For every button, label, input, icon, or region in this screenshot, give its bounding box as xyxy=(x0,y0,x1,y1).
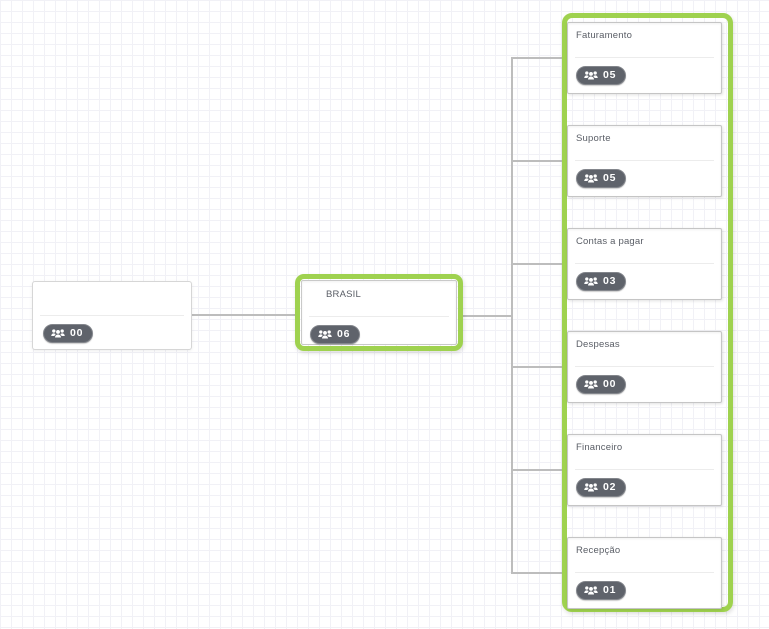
members-count-badge[interactable]: 05 xyxy=(576,66,627,85)
node-divider xyxy=(309,316,449,317)
node-title: BRASIL xyxy=(326,289,361,300)
org-node-suporte[interactable]: Suporte 05 xyxy=(567,125,722,197)
connector-root-to-brasil xyxy=(191,314,295,316)
members-count: 06 xyxy=(337,328,351,341)
members-count: 02 xyxy=(603,481,617,494)
members-count-badge[interactable]: 06 xyxy=(310,325,361,344)
members-count: 05 xyxy=(603,172,617,185)
members-count: 03 xyxy=(603,275,617,288)
node-title: Financeiro xyxy=(576,442,623,453)
node-divider xyxy=(575,160,714,161)
members-count-badge[interactable]: 05 xyxy=(576,169,627,188)
users-group-icon xyxy=(584,276,598,287)
department-group-selection[interactable]: Faturamento 05 Suporte xyxy=(562,13,733,612)
org-node-recepcao[interactable]: Recepção 01 xyxy=(567,537,722,609)
members-count: 00 xyxy=(603,378,617,391)
node-title: Suporte xyxy=(576,133,611,144)
org-node-despesas[interactable]: Despesas 00 xyxy=(567,331,722,403)
members-count: 05 xyxy=(603,69,617,82)
node-body: BRASIL 06 xyxy=(301,280,457,345)
users-group-icon xyxy=(51,328,65,339)
node-divider xyxy=(40,315,184,316)
connector-branch-3 xyxy=(511,263,562,265)
members-count: 01 xyxy=(603,584,617,597)
users-group-icon xyxy=(584,482,598,493)
users-group-icon xyxy=(584,379,598,390)
node-title: Faturamento xyxy=(576,30,633,41)
node-divider xyxy=(575,263,714,264)
members-count-badge[interactable]: 03 xyxy=(576,272,627,291)
connector-branch-5 xyxy=(511,469,562,471)
node-divider xyxy=(575,366,714,367)
connector-branch-4 xyxy=(511,366,562,368)
members-count-badge[interactable]: 01 xyxy=(576,581,627,600)
org-node-root[interactable]: 00 xyxy=(32,281,192,350)
node-title: Recepção xyxy=(576,545,621,556)
connector-branch-2 xyxy=(511,160,562,162)
node-title: Despesas xyxy=(576,339,620,350)
members-count-badge[interactable]: 02 xyxy=(576,478,627,497)
members-count-badge[interactable]: 00 xyxy=(576,375,627,394)
node-divider xyxy=(575,572,714,573)
members-count: 00 xyxy=(70,327,84,340)
connector-brasil-to-trunk xyxy=(463,315,512,317)
org-node-brasil[interactable]: BRASIL 06 xyxy=(295,274,463,351)
node-divider xyxy=(575,57,714,58)
node-divider xyxy=(575,469,714,470)
members-count-badge[interactable]: 00 xyxy=(43,324,94,343)
org-node-faturamento[interactable]: Faturamento 05 xyxy=(567,22,722,94)
connector-branch-1 xyxy=(511,57,562,59)
connector-trunk xyxy=(511,57,513,574)
org-node-contas-a-pagar[interactable]: Contas a pagar 03 xyxy=(567,228,722,300)
connector-branch-6 xyxy=(511,572,562,574)
users-group-icon xyxy=(318,329,332,340)
users-group-icon xyxy=(584,70,598,81)
node-title: Contas a pagar xyxy=(576,236,644,247)
users-group-icon xyxy=(584,585,598,596)
org-node-financeiro[interactable]: Financeiro 02 xyxy=(567,434,722,506)
users-group-icon xyxy=(584,173,598,184)
